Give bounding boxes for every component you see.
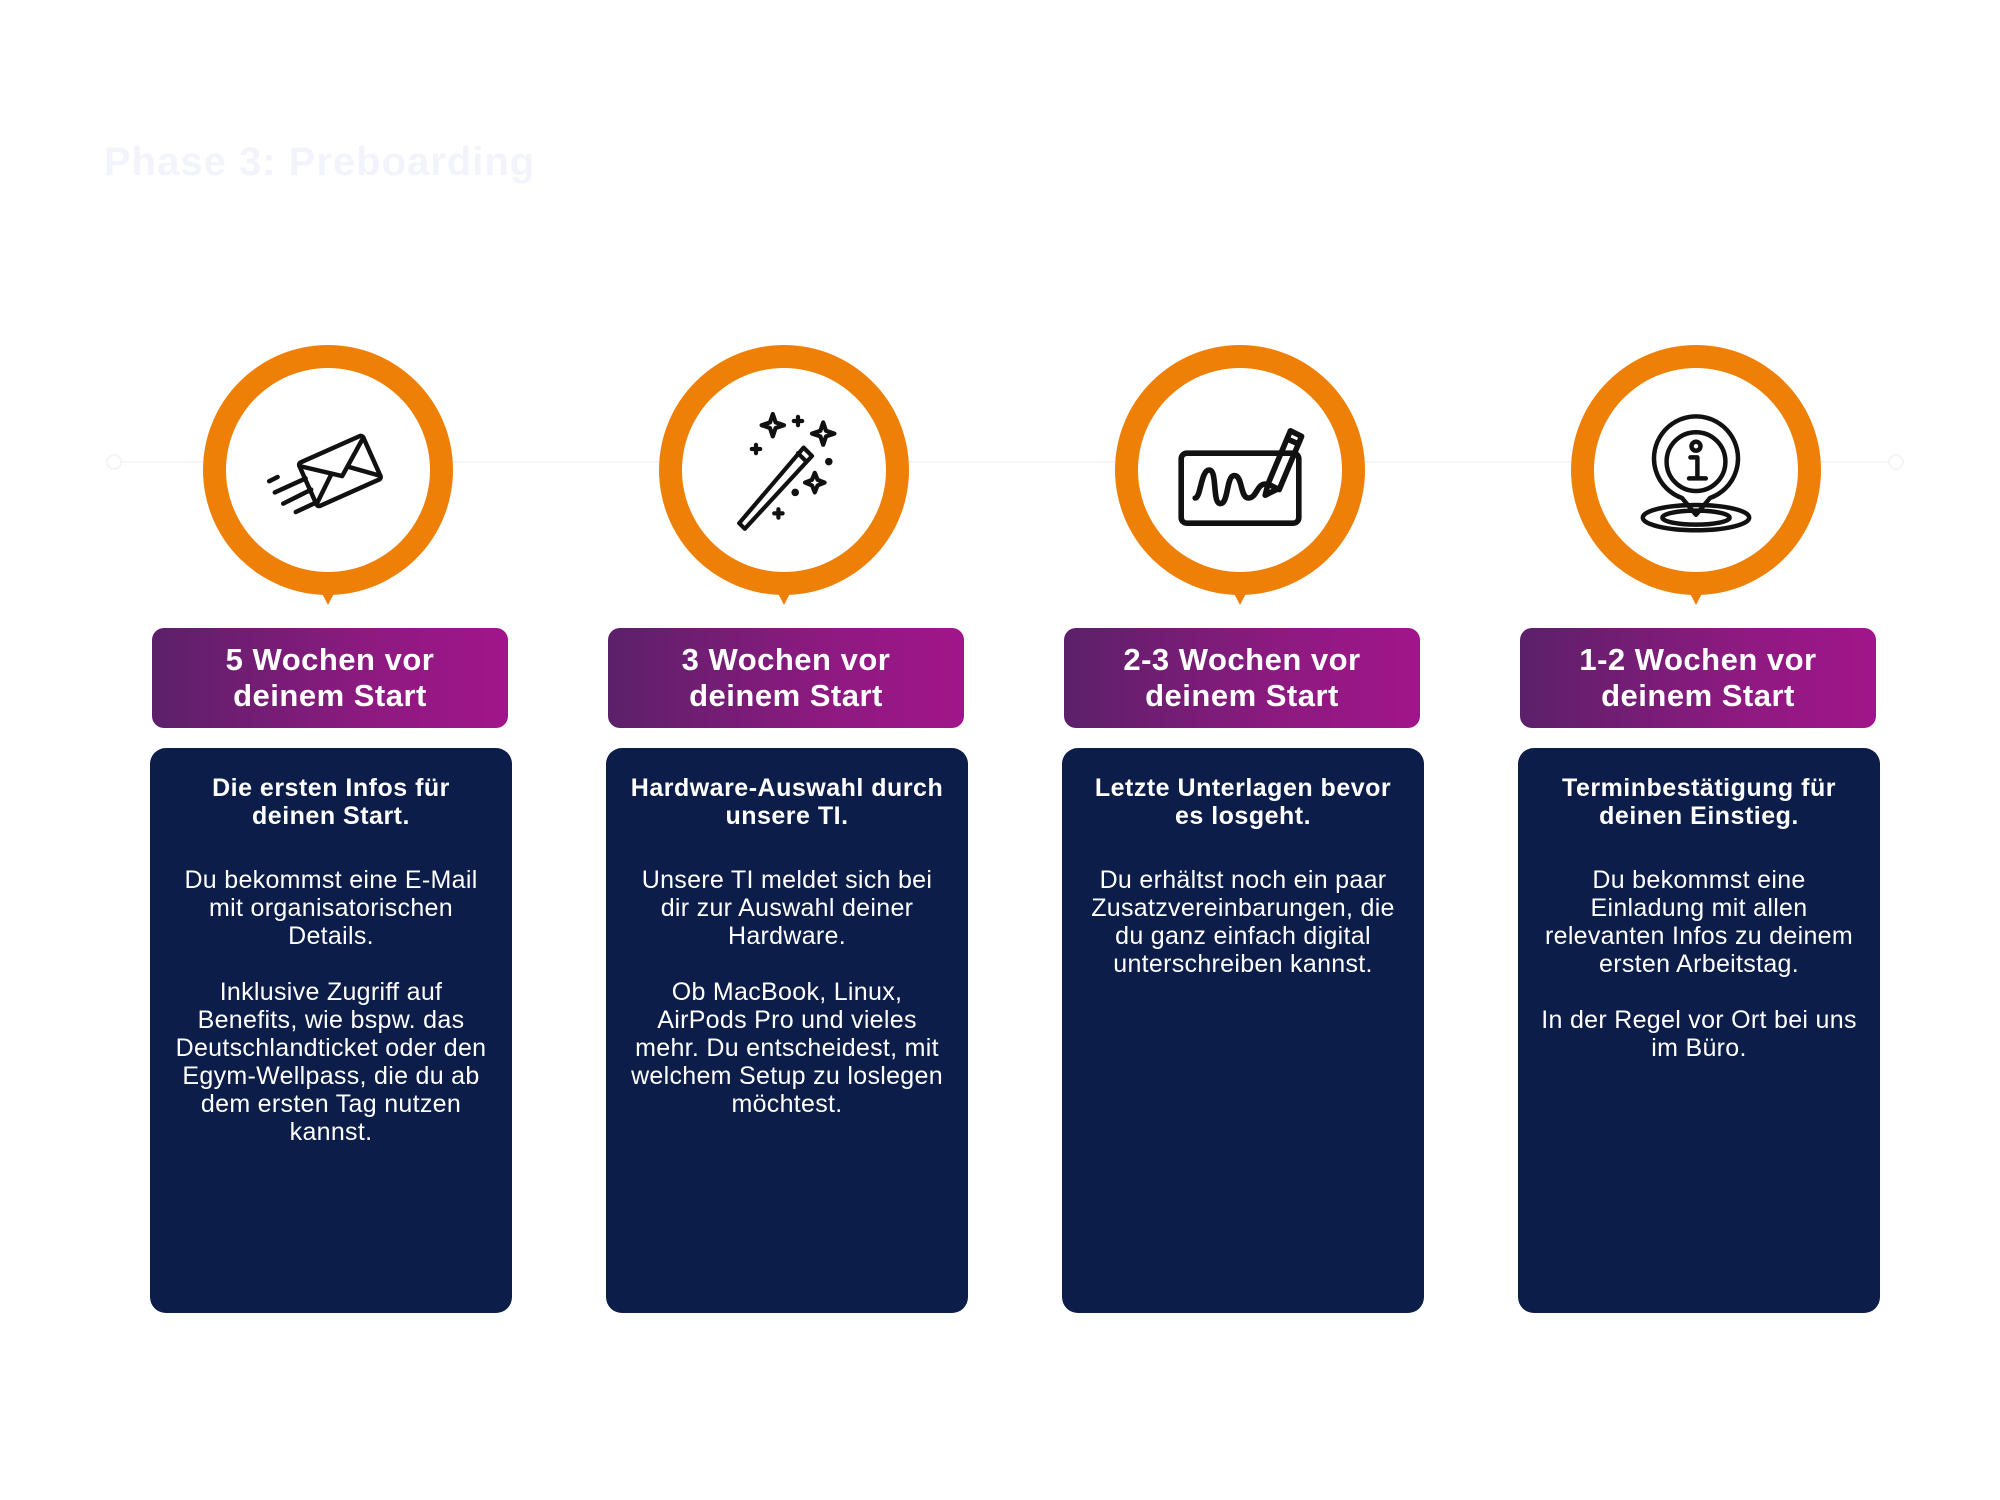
step-card: Letzte Unterlagen bevor es losgeht. Du e… [1062,748,1424,1313]
magic-wand-icon [682,368,886,572]
page-title: Phase 3: Preboarding [104,140,536,184]
card-title: Terminbestätigung für deinen Einstieg. [1562,774,1836,830]
step-2: 3 Wochen vor deinem Start Hardware-Auswa… [606,345,968,1313]
timeframe-header: 5 Wochen vor deinem Start [152,628,508,728]
envelope-speed-icon [226,368,430,572]
digital-signature-icon [1138,368,1342,572]
card-paragraph: In der Regel vor Ort bei uns im Büro. [1541,1006,1857,1062]
timeframe-header: 2-3 Wochen vor deinem Start [1064,628,1420,728]
location-pin [1571,345,1821,623]
step-card: Die ersten Infos für deinen Start. Du be… [150,748,512,1313]
card-paragraph: Unsere TI meldet sich bei dir zur Auswah… [641,866,933,950]
step-3: 2-3 Wochen vor deinem Start Letzte Unter… [1062,345,1424,1313]
card-title: Hardware-Auswahl durch unsere TI. [630,774,944,830]
timeframe-header: 1-2 Wochen vor deinem Start [1520,628,1876,728]
step-4: 1-2 Wochen vor deinem Start Terminbestät… [1518,345,1880,1313]
timeline-line [112,461,1902,463]
card-paragraph: Inklusive Zugriff auf Benefits, wie bspw… [175,978,487,1146]
location-pin [1115,345,1365,623]
card-title: Letzte Unterlagen bevor es losgeht. [1094,774,1392,830]
timeline-start-dot [106,454,122,470]
location-pin [203,345,453,623]
step-1: 5 Wochen vor deinem Start Die ersten Inf… [150,345,512,1313]
info-location-icon [1594,368,1798,572]
card-paragraph: Du bekommst eine Einladung mit allen rel… [1545,866,1853,978]
step-card: Hardware-Auswahl durch unsere TI. Unsere… [606,748,968,1313]
timeframe-header: 3 Wochen vor deinem Start [608,628,964,728]
card-paragraph: Du bekommst eine E-Mail mit organisatori… [184,866,478,950]
card-paragraph: Ob MacBook, Linux, AirPods Pro und viele… [631,978,943,1118]
card-title: Die ersten Infos für deinen Start. [212,774,450,830]
card-paragraph: Du erhältst noch ein paar Zusatzvereinba… [1091,866,1395,978]
timeline-end-dot [1888,454,1904,470]
location-pin [659,345,909,623]
step-card: Terminbestätigung für deinen Einstieg. D… [1518,748,1880,1313]
